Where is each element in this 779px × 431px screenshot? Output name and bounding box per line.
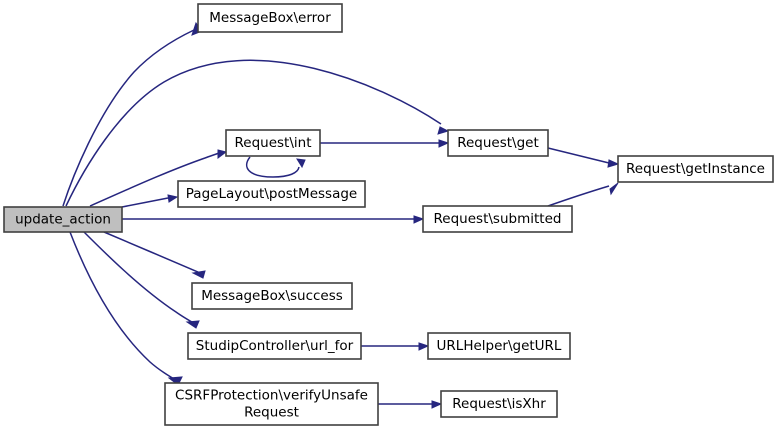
- edge-update_action-to-request_int: [89, 149, 228, 207]
- edge-update_action-to-request_submitted: [122, 215, 425, 224]
- arrowhead-icon: [431, 400, 443, 409]
- node-box[interactable]: [177, 180, 366, 208]
- arrowhead-icon: [413, 215, 425, 224]
- arrowhead-icon: [437, 126, 450, 135]
- node-box[interactable]: [187, 332, 362, 360]
- node-box[interactable]: [440, 390, 558, 418]
- node-box[interactable]: [3, 206, 123, 233]
- arrowhead-icon: [185, 320, 200, 329]
- edge-layer: [62, 21, 620, 409]
- edge-request_int-to-request_get: [320, 139, 450, 148]
- edge-csrfprotection_verifyunsaferequest-to-request_isxhr: [378, 400, 443, 409]
- node-label: URLHelper\getURL: [437, 338, 562, 354]
- node-label: Request\get: [457, 135, 539, 151]
- arrowhead-icon: [607, 159, 620, 168]
- node-box[interactable]: [225, 129, 321, 157]
- arrowhead-icon: [438, 139, 450, 148]
- edge-line: [83, 231, 198, 326]
- node-label: Request\int: [235, 135, 312, 151]
- edge-line: [245, 156, 300, 178]
- arrowhead-icon: [217, 149, 228, 159]
- node-request_getinstance[interactable]: Request\getInstance: [617, 155, 774, 183]
- node-label: update_action: [15, 212, 111, 228]
- edge-update_action-to-request_get: [65, 59, 450, 207]
- node-request_isxhr[interactable]: Request\isXhr: [440, 390, 558, 418]
- node-layer: update_action MessageBox\errorRequest\int…: [3, 3, 774, 426]
- node-label: Request\submitted: [434, 211, 562, 227]
- edge-update_action-to-pagelayout_postmessage: [121, 194, 179, 208]
- edge-update_action-to-messagebox_success: [103, 231, 206, 279]
- arrowhead-icon: [191, 270, 206, 279]
- edge-line: [89, 152, 220, 207]
- node-messagebox_success[interactable]: MessageBox\success: [191, 282, 353, 310]
- node-label: CSRFProtection\verifyUnsafe: [175, 388, 368, 404]
- node-label: Request\getInstance: [626, 161, 765, 177]
- node-label: Request: [244, 405, 299, 421]
- edge-line: [62, 29, 195, 207]
- arrowhead-icon: [609, 182, 619, 196]
- node-label: MessageBox\success: [201, 288, 343, 304]
- edge-line: [65, 59, 442, 207]
- edge-line: [547, 185, 610, 207]
- node-label: MessageBox\error: [209, 10, 331, 26]
- node-urlhelper_geturl[interactable]: URLHelper\getURL: [427, 332, 571, 360]
- node-label: StudipController\url_for: [196, 338, 354, 354]
- node-studipcontroller_url_for[interactable]: StudipController\url_for: [187, 332, 362, 360]
- node-box[interactable]: [191, 282, 353, 310]
- edge-line: [69, 231, 180, 383]
- edge-line: [547, 147, 610, 164]
- arrowhead-icon: [167, 194, 179, 203]
- node-update_action[interactable]: update_action: [3, 206, 123, 233]
- node-label: PageLayout\postMessage: [186, 186, 357, 202]
- edge-request_submitted-to-request_getinstance: [547, 182, 619, 207]
- node-request_get[interactable]: Request\get: [447, 129, 549, 157]
- arrowhead-icon: [418, 342, 430, 351]
- node-box[interactable]: [197, 3, 343, 33]
- node-box[interactable]: [447, 129, 549, 157]
- node-messagebox_error[interactable]: MessageBox\error: [197, 3, 343, 33]
- node-request_submitted[interactable]: Request\submitted: [422, 205, 573, 233]
- node-box[interactable]: [422, 205, 573, 233]
- edge-line: [121, 197, 169, 208]
- node-box[interactable]: [617, 155, 774, 183]
- node-pagelayout_postmessage[interactable]: PageLayout\postMessage: [177, 180, 366, 208]
- edge-studipcontroller_url_for-to-urlhelper_geturl: [361, 342, 430, 351]
- node-request_int[interactable]: Request\int: [225, 129, 321, 157]
- arrowhead-icon: [296, 158, 306, 169]
- node-box[interactable]: [164, 382, 379, 426]
- edge-request_get-to-request_getinstance: [547, 147, 620, 168]
- edge-update_action-to-studipcontroller_url_for: [83, 231, 200, 329]
- edge-request_int-to-request_int: [245, 156, 306, 178]
- node-label: Request\isXhr: [452, 396, 546, 412]
- node-box[interactable]: [427, 332, 571, 360]
